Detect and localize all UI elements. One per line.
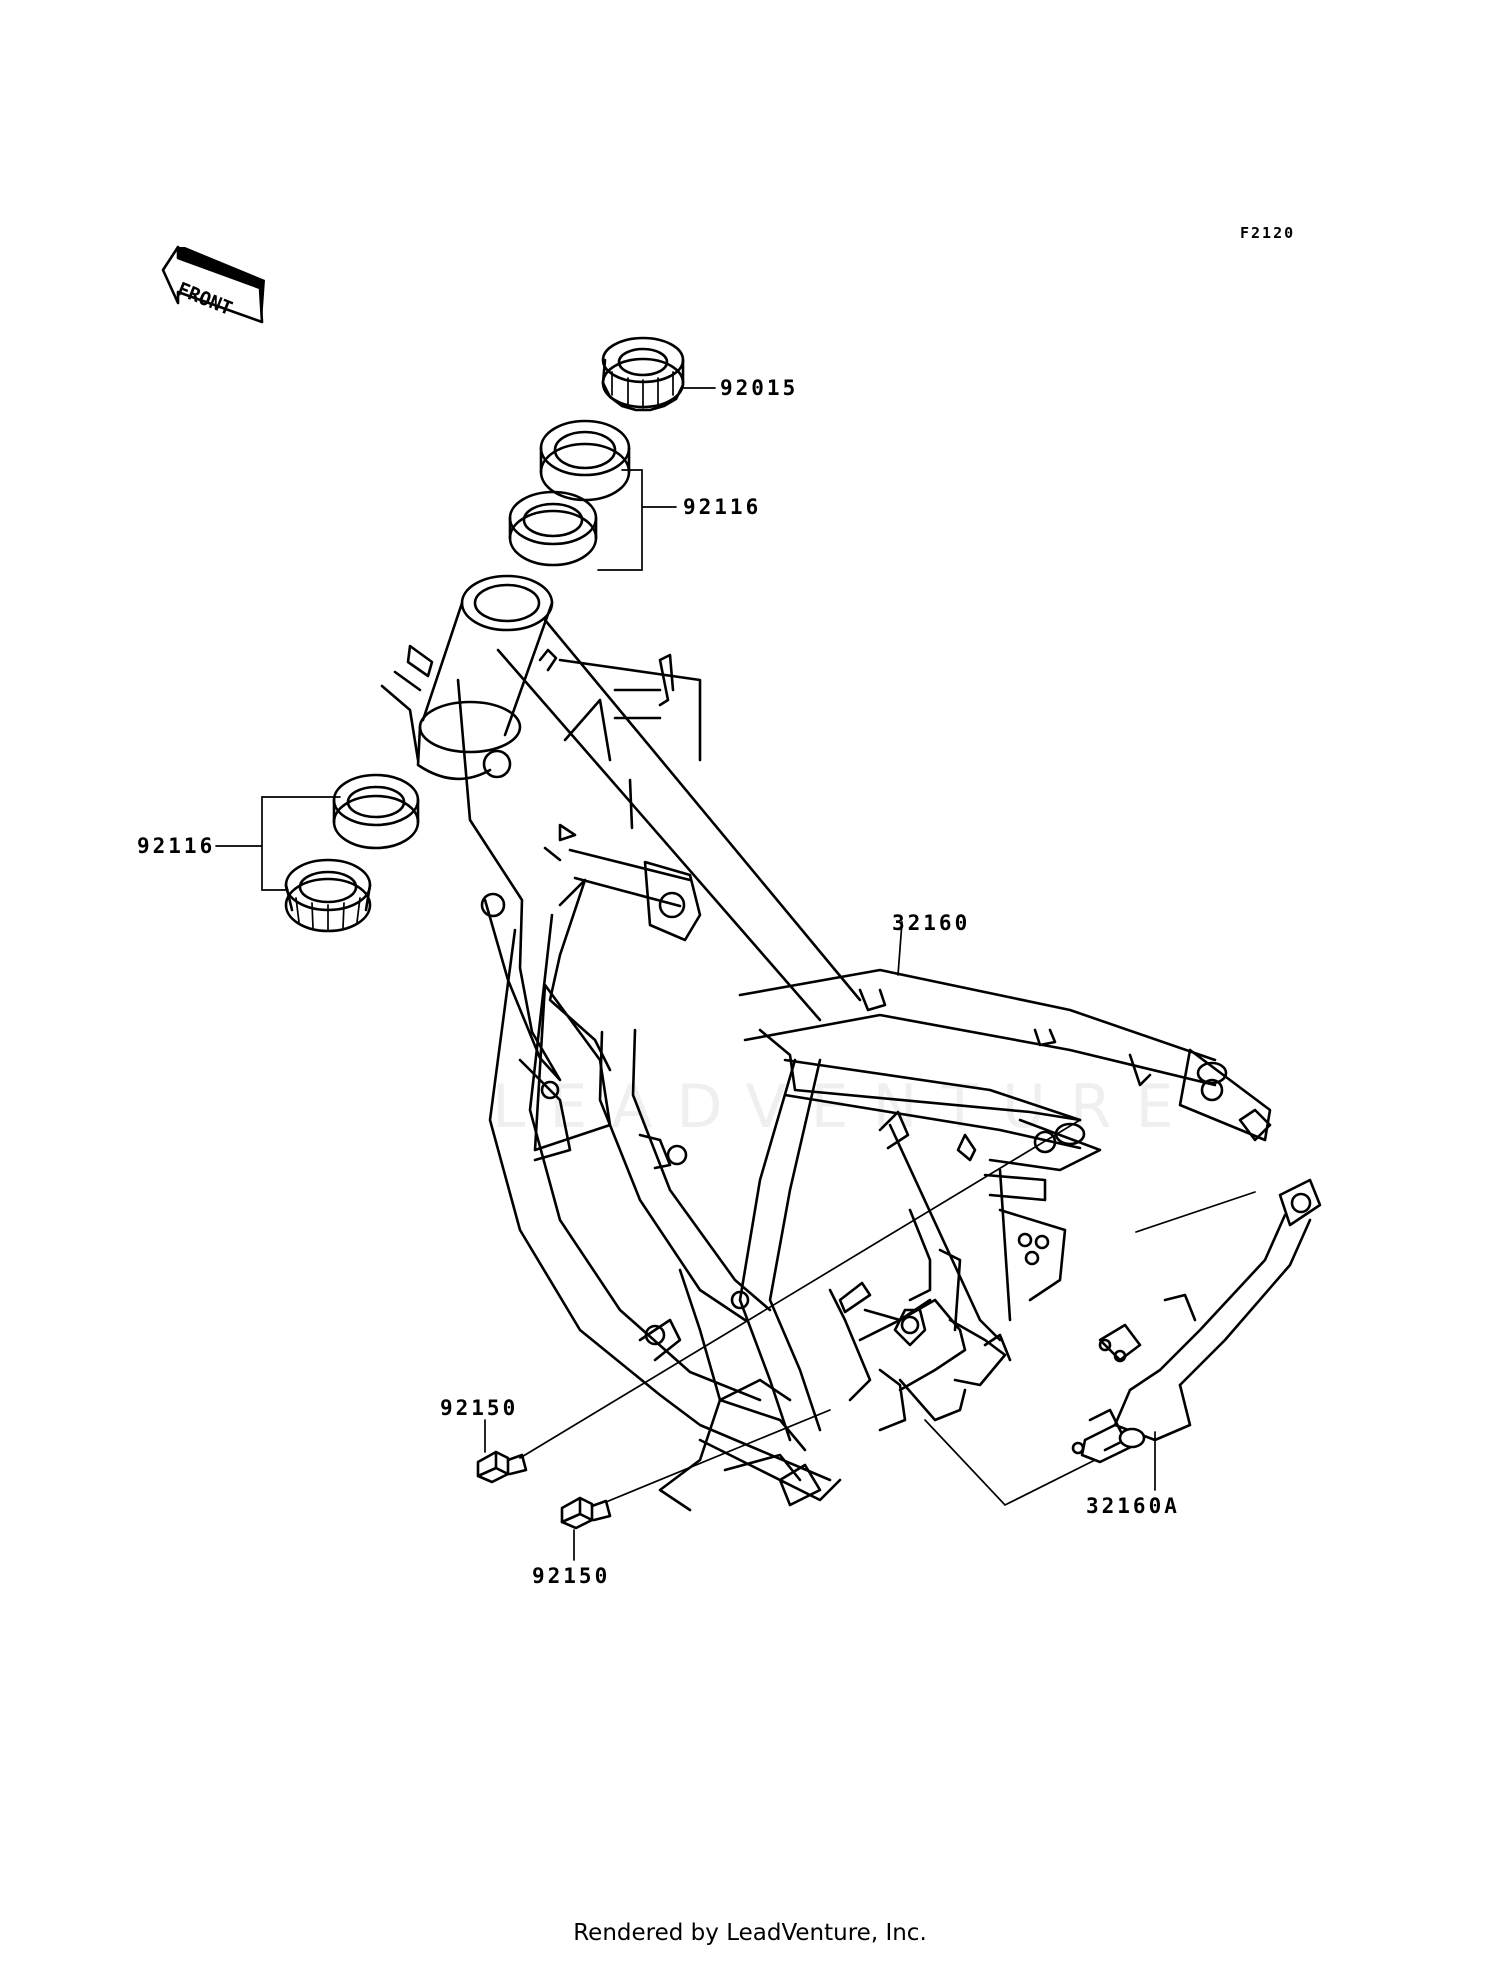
sub-frame — [1071, 1178, 1322, 1464]
steering-stem-nut — [601, 336, 685, 412]
lower-bearing-cone — [284, 858, 372, 933]
leader-92116-upper — [597, 469, 677, 571]
leader-92116-lower — [215, 796, 341, 891]
part-number-92150-bottom[interactable]: 92150 — [532, 1564, 611, 1588]
bolt-left — [476, 1450, 528, 1484]
part-number-92015[interactable]: 92015 — [720, 376, 799, 400]
leader-bolt-bottom-to-frame — [605, 1409, 831, 1503]
part-number-92116-lower[interactable]: 92116 — [137, 834, 216, 858]
part-number-32160[interactable]: 32160 — [892, 911, 971, 935]
leader-bolt-left-to-frame — [519, 1119, 1081, 1459]
diagram-code: F2120 — [1240, 224, 1296, 242]
part-number-32160A[interactable]: 32160A — [1086, 1494, 1180, 1518]
front-arrow-icon: FRONT — [161, 245, 265, 324]
footer-credit: Rendered by LeadVenture, Inc. — [573, 1920, 927, 1946]
upper-bearing-race — [539, 419, 631, 502]
leader-32160A-links — [924, 1191, 1256, 1507]
upper-bearing-cone — [508, 490, 598, 567]
main-frame — [380, 574, 1272, 1512]
bolt-bottom — [560, 1496, 612, 1530]
leader-32160 — [897, 921, 903, 976]
lower-bearing-race — [332, 773, 420, 850]
part-number-92116-upper[interactable]: 92116 — [683, 495, 762, 519]
part-number-92150-left[interactable]: 92150 — [440, 1396, 519, 1420]
